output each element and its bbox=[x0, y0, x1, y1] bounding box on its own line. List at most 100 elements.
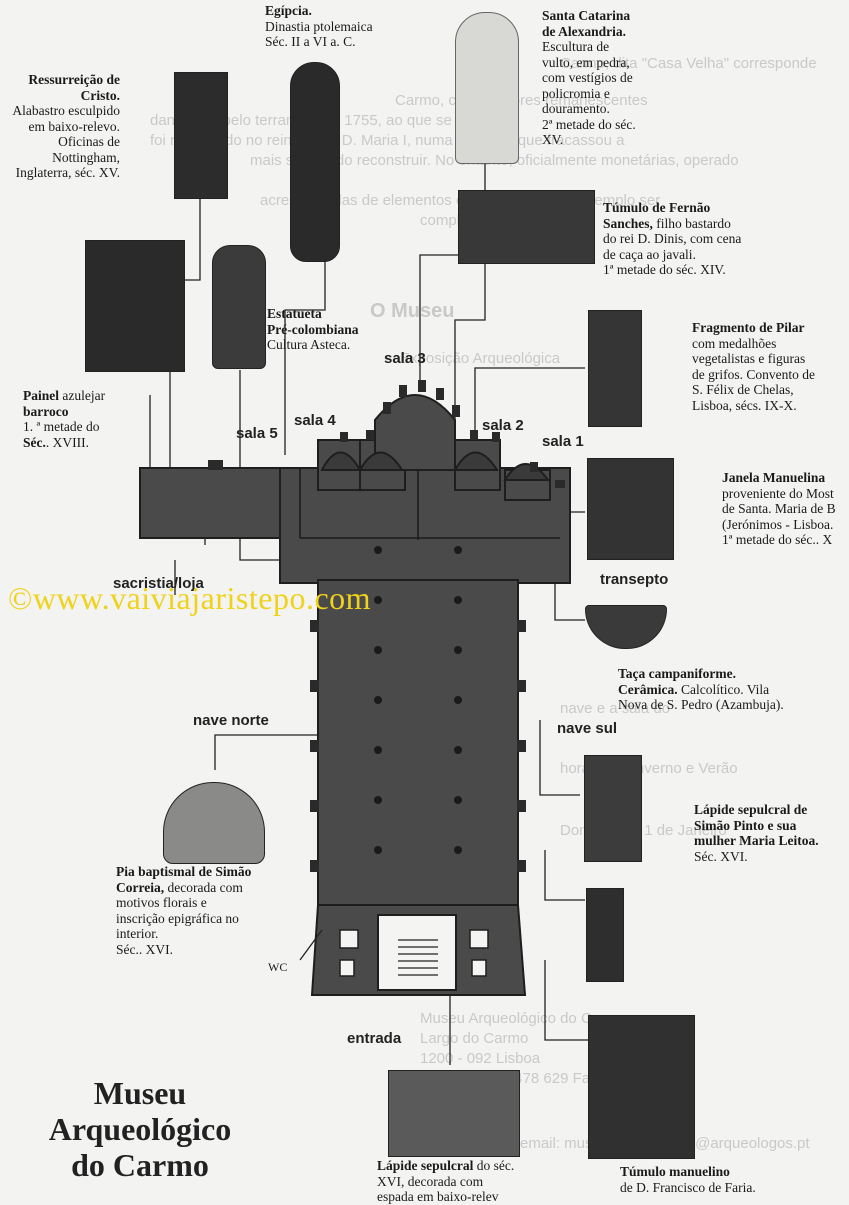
caption-title: Cristo. bbox=[80, 87, 120, 103]
caption-egipcia-title: Egípcia. bbox=[265, 3, 312, 18]
caption-line: Séc. bbox=[23, 434, 46, 450]
caption-line: Alabastro bbox=[12, 103, 65, 118]
caption-title: Túmulo manuelino bbox=[620, 1164, 730, 1179]
caption-line: Inglaterra, séc. XV. bbox=[15, 165, 120, 180]
caption-pilar: Fragmento de Pilar com medalhões vegetal… bbox=[692, 320, 815, 413]
entrance-stairs bbox=[398, 939, 438, 976]
caption-line: douramento. bbox=[542, 101, 610, 116]
caption-title: Ressurreição de bbox=[28, 72, 120, 87]
ressurreicao-image bbox=[174, 72, 228, 199]
caption-catarina: Santa Catarina de Alexandria. Escultura … bbox=[542, 8, 636, 148]
caption-line: de caça ao javali. bbox=[603, 246, 696, 262]
caption-pia: Pia baptismal de Simão Correia, decorada… bbox=[116, 864, 251, 957]
caption-line: Lisboa, sécs. IX-X. bbox=[692, 397, 797, 413]
caption-line: 2ª metade do séc. bbox=[542, 116, 636, 132]
caption-line: vegetalistas e figuras bbox=[692, 351, 806, 366]
title-line: Museu bbox=[93, 1075, 187, 1111]
caption-line: . XVIII. bbox=[45, 434, 89, 450]
label-nave-sul: nave sul bbox=[557, 720, 618, 737]
caption-title: Simão Pinto e sua bbox=[694, 817, 797, 833]
caption-line: 1ª metade do séc. XIV. bbox=[603, 262, 726, 277]
caption-line: de Santa. Maria de B bbox=[722, 501, 836, 516]
caption-line: XVI, decorada com bbox=[377, 1173, 484, 1189]
caption-line: em baixo-relevo. bbox=[28, 118, 120, 134]
caption-ressurreicao: Ressurreição de Cristo. Alabastro esculp… bbox=[0, 72, 120, 181]
caption-title: Correia, bbox=[116, 879, 165, 895]
caption-line: de grifos. Convento de bbox=[692, 366, 815, 382]
caption-line: XV. bbox=[542, 132, 564, 147]
label-wc: WC bbox=[268, 960, 288, 974]
caption-line: com vestígios de bbox=[542, 70, 633, 85]
caption-simao-pinto: Lápide sepulcral de Simão Pinto e sua mu… bbox=[694, 802, 819, 864]
caption-line: Nottingham, bbox=[52, 149, 120, 165]
church-plan bbox=[139, 394, 571, 996]
caption-title: barroco bbox=[23, 403, 69, 419]
caption-line: proveniente do Most bbox=[722, 485, 834, 501]
caption-line: decorada com bbox=[164, 879, 243, 895]
caption-painel: Painel azulejar barroco 1. ª metade do S… bbox=[23, 388, 105, 450]
caption-line: do séc. bbox=[473, 1158, 515, 1173]
fragment-image bbox=[586, 888, 624, 982]
caption-line: Oficinas de bbox=[58, 134, 120, 149]
santa-catarina-image bbox=[455, 12, 519, 164]
caption-estatueta: Estatueta Pré-colombiana Cultura Asteca. bbox=[267, 306, 358, 353]
caption-line: Séc. XVI. bbox=[694, 848, 748, 864]
caption-line: interior. bbox=[116, 926, 159, 941]
caption-line: azulejar bbox=[59, 388, 106, 403]
ghost-text: Exposição Arqueológica bbox=[400, 350, 561, 367]
lapide-seculo-image bbox=[388, 1070, 520, 1157]
caption-title: Pia baptismal de Simão bbox=[116, 864, 252, 879]
caption-title: Lápide sepulcral de bbox=[694, 802, 808, 817]
caption-title: Janela Manuelina bbox=[722, 470, 826, 485]
caption-line: esculpido bbox=[64, 103, 120, 118]
simao-pinto-image bbox=[584, 755, 642, 862]
label-sala-4: sala 4 bbox=[294, 412, 336, 429]
ghost-text: Carmo, dita "Casa Velha" corresponde bbox=[560, 55, 817, 72]
caption-title: Fragmento de Pilar bbox=[692, 320, 805, 335]
caption-line: Séc.. XVI. bbox=[116, 941, 173, 957]
ghost-text: Museu Arqueológico do Carmo bbox=[420, 1010, 626, 1027]
caption-line: Séc. II a VI a. C. bbox=[265, 34, 356, 49]
caption-title: Lápide sepulcral bbox=[377, 1158, 474, 1173]
caption-line: com medalhões bbox=[692, 335, 777, 351]
caption-line: policromia e bbox=[542, 85, 610, 101]
caption-title: mulher Maria Leitoa. bbox=[694, 833, 819, 848]
caption-line: motivos florais e bbox=[116, 895, 207, 910]
caption-line: de D. Francisco de Faria. bbox=[620, 1179, 756, 1195]
caption-line: 1ª metade do séc.. X bbox=[722, 532, 833, 547]
caption-lapide-seculo: Lápide sepulcral do séc. XVI, decorada c… bbox=[377, 1158, 514, 1205]
label-sacristia: sacristia/loja bbox=[113, 575, 204, 592]
estatueta-image bbox=[212, 245, 266, 369]
label-sala-2: sala 2 bbox=[482, 417, 524, 434]
caption-line: 1. ª metade do bbox=[23, 419, 100, 434]
title-line: do Carmo bbox=[71, 1147, 209, 1183]
label-sala-5: sala 5 bbox=[236, 425, 278, 442]
caption-line: S. Félix de Chelas, bbox=[692, 382, 794, 397]
pilar-image bbox=[588, 310, 642, 427]
ghost-text: nave e a sala do bbox=[560, 700, 671, 717]
caption-line: Dinastia ptolemaica bbox=[265, 18, 373, 34]
title-line: Arqueológico bbox=[48, 1111, 232, 1147]
caption-title: Túmulo de Fernão bbox=[603, 200, 711, 215]
caption-line: Nova de S. Pedro (Azambuja). bbox=[618, 697, 784, 712]
caption-line: espada em baixo-relev bbox=[377, 1189, 499, 1204]
label-sala-1: sala 1 bbox=[542, 433, 584, 450]
label-nave-norte: nave norte bbox=[193, 712, 269, 729]
label-entrada: entrada bbox=[347, 1030, 402, 1047]
caption-title: Cerâmica. bbox=[618, 681, 678, 697]
pia-baptismal-image bbox=[163, 782, 265, 864]
caption-title: Painel bbox=[23, 388, 59, 403]
caption-line: Escultura de bbox=[542, 39, 610, 54]
janela-image bbox=[587, 458, 674, 560]
caption-tumulo-manuelino: Túmulo manuelino de D. Francisco de Fari… bbox=[620, 1164, 756, 1195]
page-title: Museu Arqueológico do Carmo bbox=[20, 1075, 260, 1183]
caption-title: de Alexandria. bbox=[542, 23, 627, 39]
caption-title: Santa Catarina bbox=[542, 8, 631, 23]
caption-line: filho bastardo bbox=[652, 215, 731, 231]
caption-title: Pré-colombiana bbox=[267, 321, 359, 337]
watermark: ©www.vaiviajaristepo.com bbox=[8, 580, 372, 616]
caption-line: do rei D. Dinis, com cena bbox=[603, 231, 742, 246]
ghost-text: O Museu bbox=[370, 300, 455, 322]
painel-azulejar-image bbox=[85, 240, 185, 372]
